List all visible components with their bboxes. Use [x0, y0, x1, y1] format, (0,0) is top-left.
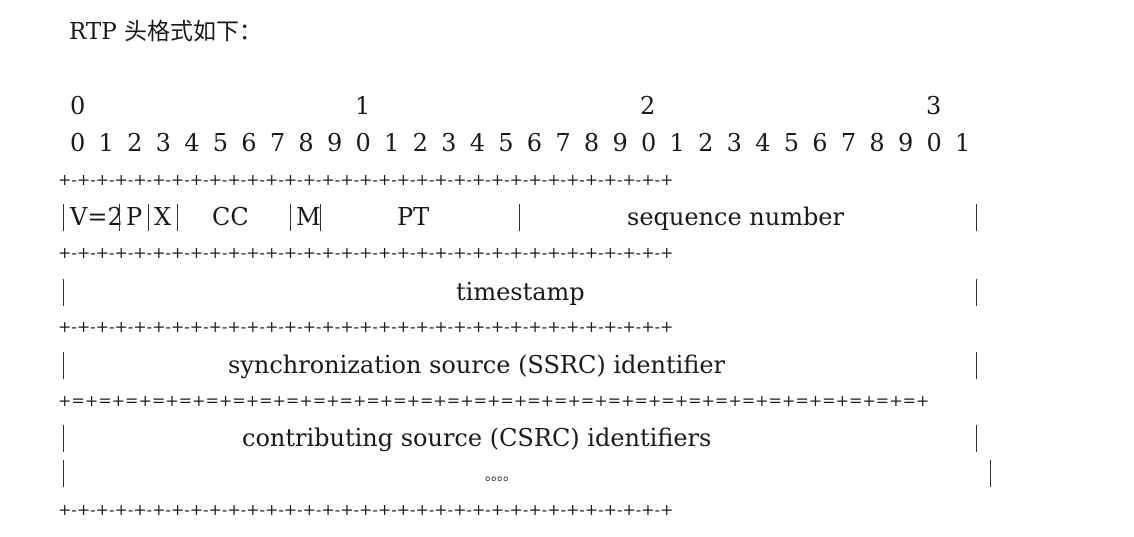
field-version: V=2: [70, 203, 123, 231]
row5-left-border: [63, 460, 64, 487]
bit-index-digit: 2: [698, 129, 714, 157]
field-csrc: contributing source (CSRC) identifiers: [242, 424, 712, 452]
word-index-1: 1: [355, 92, 371, 120]
bit-index-digit: 3: [155, 129, 171, 157]
bit-index-digit: 8: [583, 129, 600, 157]
row2-right-border: [976, 279, 977, 306]
bit-index-digit: 8: [298, 129, 314, 157]
row1-divider-p: [148, 204, 149, 231]
bit-index-digit: 5: [783, 129, 800, 157]
word-index-3: 3: [926, 92, 942, 120]
row1-right-border: [976, 204, 977, 231]
bit-index-digit: 5: [212, 129, 229, 157]
bit-index-digit: 1: [384, 129, 400, 157]
separator-line-5: +-+-+-+-+-+-+-+-+-+-+-+-+-+-+-+-+-+-+-+-…: [58, 502, 674, 518]
field-marker: M: [296, 203, 321, 231]
bit-index-digit: 1: [98, 129, 114, 157]
field-ellipsis: 。。。。: [485, 468, 517, 484]
row1-divider-m: [320, 204, 321, 231]
bit-index-digit: 0: [355, 129, 371, 157]
bit-index-digit: 3: [726, 129, 742, 157]
bit-index-digit: 0: [641, 129, 657, 157]
bit-index-digit: 0: [70, 129, 86, 157]
field-sequence-number: sequence number: [627, 203, 844, 231]
bit-index-digit: 9: [326, 129, 343, 157]
bit-index-digit: 2: [412, 129, 428, 157]
word-index-2: 2: [640, 92, 656, 120]
row1-divider-cc: [290, 204, 291, 231]
separator-line-3: +-+-+-+-+-+-+-+-+-+-+-+-+-+-+-+-+-+-+-+-…: [58, 319, 674, 335]
bit-index-digit: 4: [469, 129, 485, 157]
bit-index-digit: 3: [441, 129, 457, 157]
row3-right-border: [976, 352, 977, 379]
bit-index-digit: 4: [755, 129, 771, 157]
row5-right-border: [990, 460, 991, 487]
bit-index-digit: 9: [612, 129, 628, 157]
separator-line-1: +-+-+-+-+-+-+-+-+-+-+-+-+-+-+-+-+-+-+-+-…: [58, 172, 674, 188]
bit-index-digit: 9: [897, 129, 914, 157]
row1-divider-pt: [519, 204, 520, 231]
bit-index-digit: 7: [840, 129, 857, 157]
field-padding: P: [126, 203, 143, 231]
page-heading: RTP 头格式如下：: [69, 19, 263, 45]
field-timestamp: timestamp: [456, 278, 585, 306]
row1-left-border: [63, 204, 64, 231]
bit-index-digit: 5: [498, 129, 514, 157]
row4-right-border: [976, 425, 977, 452]
row2-left-border: [63, 279, 64, 306]
row4-left-border: [63, 425, 64, 452]
field-payload-type: PT: [397, 203, 430, 231]
field-extension: X: [154, 203, 172, 231]
word-index-0: 0: [70, 92, 86, 120]
bit-index-digit: 7: [555, 129, 571, 157]
row1-divider-v: [119, 204, 120, 231]
separator-line-2: +-+-+-+-+-+-+-+-+-+-+-+-+-+-+-+-+-+-+-+-…: [58, 245, 674, 261]
field-csrc-count: CC: [212, 203, 249, 231]
bit-index-digit: 1: [669, 129, 685, 157]
bit-index-digit: 8: [869, 129, 885, 157]
bit-index-digit: 4: [184, 129, 200, 157]
bit-index-digit: 1: [955, 129, 971, 157]
bit-index-digit: 7: [269, 129, 286, 157]
row3-left-border: [63, 352, 64, 379]
bit-index-digit: 2: [127, 129, 143, 157]
bit-index-digit: 6: [526, 129, 543, 157]
row1-divider-x: [177, 204, 178, 231]
bit-index-digit: 6: [812, 129, 828, 157]
separator-line-4: +=+=+=+=+=+=+=+=+=+=+=+=+=+=+=+=+=+=+=+=…: [58, 393, 930, 409]
bit-index-digit: 0: [926, 129, 942, 157]
bit-index-digit: 6: [241, 129, 257, 157]
field-ssrc: synchronization source (SSRC) identifier: [228, 351, 726, 379]
